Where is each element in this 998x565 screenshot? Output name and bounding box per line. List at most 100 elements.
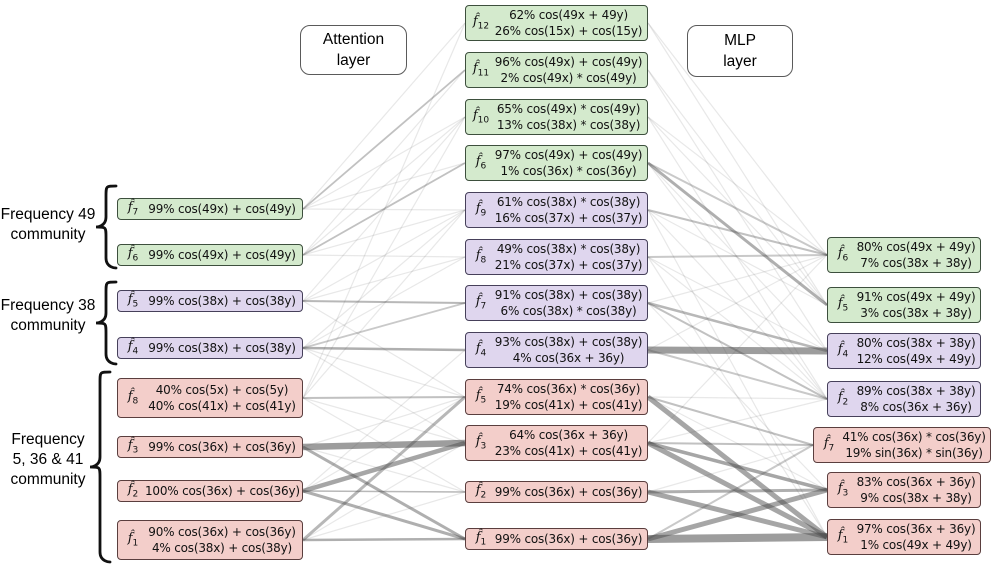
edge-L3-M5 [302, 396, 466, 448]
node-right-f5: f̂5 91% cos(49x + 49y) 3% cos(38x + 38y) [827, 287, 981, 323]
node-equation-lines: 96% cos(49x) + cos(49y)2% cos(49x) * cos… [493, 54, 644, 86]
attention-layer-line2: layer [336, 52, 371, 69]
community-brace-2 [95, 280, 118, 366]
node-f-hat-label: f̂9 [475, 201, 487, 219]
edge-M7-R6 [647, 254, 828, 304]
node-equation-lines: 91% cos(49x + 49y) 3% cos(38x + 38y) [855, 289, 977, 321]
community-freq38-line2: community [10, 317, 86, 334]
node-f-hat-label: f̂3 [837, 481, 849, 499]
node-f-hat-label: f̂5 [837, 296, 849, 314]
edge-M7-R3 [647, 302, 828, 491]
mlp-layer-line2: layer [723, 53, 757, 70]
node-equation-lines: 99% cos(49x) + cos(49y) [145, 200, 299, 218]
node-f-hat-label: f̂7 [823, 436, 835, 454]
edge-L6-M9 [302, 209, 466, 256]
edge-M5-R7 [647, 396, 814, 446]
community-label-freq-5-36-41: Frequency 5, 36 & 41 community [0, 430, 96, 490]
edge-M9-R5 [647, 209, 828, 306]
equation-line: 8% cos(36x + 36y) [860, 400, 972, 414]
node-f-hat-label: f̂5 [127, 292, 139, 310]
edge-M6-R4 [647, 162, 828, 352]
edge-M2-R7 [647, 444, 814, 493]
node-equation-lines: 90% cos(36x) + cos(36y)4% cos(38x) + cos… [145, 524, 299, 556]
equation-line: 3% cos(38x + 38y) [860, 306, 972, 320]
edge-L6-M10 [302, 116, 466, 256]
community-freq49-line2: community [10, 226, 86, 243]
edge-L6-M8 [302, 254, 466, 258]
node-f-hat-label: f̂4 [127, 339, 139, 357]
edge-M7-R4 [647, 301, 828, 353]
edge-L5-M10 [302, 116, 466, 302]
edge-M11-R4 [647, 69, 828, 352]
equation-line: 99% cos(36x) + cos(36y) [494, 485, 643, 499]
equation-line: 99% cos(38x) + cos(38y) [148, 294, 296, 308]
node-mid-f5: f̂5 74% cos(36x) * cos(36y)19% cos(41x) +… [465, 379, 648, 415]
node-right-f7: f̂7 41% cos(36x) * cos(36y)19% sin(36x) *… [813, 427, 991, 463]
node-f-hat-label: f̂6 [837, 246, 849, 264]
equation-line: 90% cos(36x) + cos(36y) [148, 525, 296, 539]
edge-L5-M8 [302, 256, 466, 302]
equation-line: 91% cos(49x + 49y) [856, 290, 976, 304]
edge-M3-R2 [647, 398, 828, 444]
equation-line: 64% cos(36x + 36y) [509, 428, 628, 442]
attention-layer-label: Attention layer [300, 25, 407, 75]
edge-M4-R6 [647, 254, 828, 351]
edge-M10-R5 [647, 116, 828, 306]
node-f-hat-label: f̂4 [475, 341, 487, 359]
node-f-hat-label: f̂12 [472, 14, 490, 32]
edge-M6-R6 [647, 162, 828, 256]
edge-M12-R5 [647, 22, 828, 306]
community-freq-5-36-41-line2: 5, 36 & 41 [12, 451, 84, 468]
node-f-hat-label: f̂6 [127, 246, 139, 264]
node-f-hat-label: f̂8 [475, 248, 487, 266]
edge-M8-R2 [647, 256, 828, 400]
edge-L4-M7 [302, 302, 466, 349]
equation-line: 80% cos(49x + 49y) [856, 240, 976, 254]
node-equation-lines: 61% cos(38x) * cos(38y)16% cos(37x) + co… [493, 194, 644, 226]
node-f-hat-label: f̂5 [475, 388, 487, 406]
edge-L1-M3 [302, 442, 466, 541]
node-f-hat-label: f̂7 [127, 200, 139, 218]
equation-line: 9% cos(38x + 38y) [860, 491, 972, 505]
node-left-f5: f̂5 99% cos(38x) + cos(38y) [117, 290, 303, 312]
community-freq49-line1: Frequency 49 [0, 206, 96, 223]
equation-line: 19% sin(36x) * sin(36y) [845, 446, 983, 460]
edge-L2-M2 [302, 490, 466, 493]
mlp-layer-line1: MLP [724, 32, 756, 49]
node-equation-lines: 40% cos(5x) + cos(5y)40% cos(41x) + cos(… [145, 382, 299, 414]
equation-line: 99% cos(49x) + cos(49y) [148, 202, 296, 216]
edge-M1-R3 [647, 487, 828, 542]
equation-line: 99% cos(49x) + cos(49y) [148, 248, 296, 262]
edge-L5-M9 [302, 209, 466, 302]
equation-line: 93% cos(38x) + cos(38y) [494, 335, 643, 349]
equation-line: 12% cos(49x + 49y) [856, 352, 976, 366]
edge-L2-M1 [302, 489, 466, 541]
node-equation-lines: 41% cos(36x) * cos(36y)19% sin(36x) * si… [841, 429, 987, 461]
edge-L1-M2 [302, 491, 466, 541]
edge-M5-R3 [647, 396, 828, 491]
edge-M8-R6 [647, 254, 828, 258]
equation-line: 97% cos(36x + 36y) [856, 522, 976, 536]
node-equation-lines: 99% cos(36x) + cos(36y) [145, 438, 299, 456]
equation-line: 1% cos(49x + 49y) [860, 538, 972, 552]
edge-L3-M1 [302, 445, 466, 541]
node-equation-lines: 74% cos(36x) * cos(36y)19% cos(41x) + co… [493, 381, 644, 413]
equation-line: 83% cos(36x + 36y) [856, 475, 976, 489]
equation-line: 99% cos(36x) + cos(36y) [148, 440, 296, 454]
edge-L3-M3 [302, 439, 466, 451]
equation-line: 13% cos(38x) * cos(38y) [496, 118, 641, 132]
edge-L5-M7 [302, 300, 466, 304]
node-equation-lines: 99% cos(49x) + cos(49y) [145, 246, 299, 264]
node-equation-lines: 97% cos(49x) + cos(49y)1% cos(36x) * cos… [493, 147, 644, 179]
edge-M6-R5 [647, 161, 828, 307]
